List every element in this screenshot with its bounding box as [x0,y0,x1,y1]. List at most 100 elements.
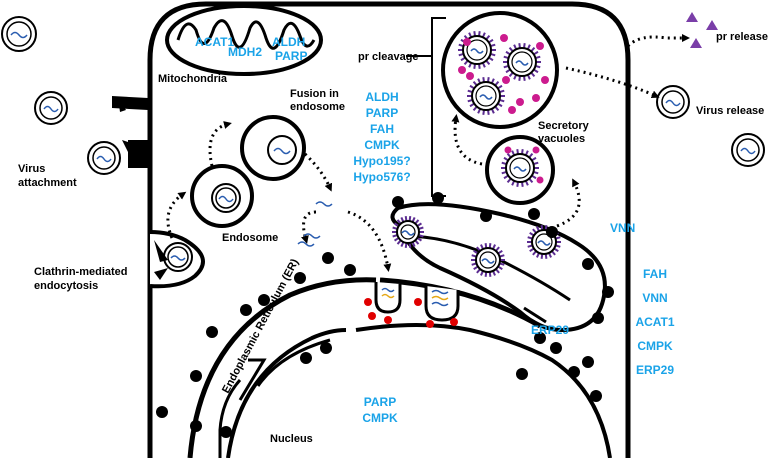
cytoplasm-protein: FAH [370,122,394,136]
prm-particle [536,176,544,184]
extracellular-protein: VNN [642,291,667,305]
mitochondrion [165,4,323,76]
nucleus-envelope [187,277,612,458]
virus-particle [87,141,121,175]
ribosome [156,406,168,418]
mitochondria-label: Mitochondria [158,73,228,85]
clathrin-label-line2: endocytosis [34,280,98,292]
nucleus-protein: CMPK [362,411,398,425]
ribosome [294,272,306,284]
prm-particle [500,34,508,42]
prm-particle [508,106,516,114]
cytoplasm-protein: PARP [366,106,398,120]
ribosome [602,286,614,298]
spiky-virion [503,43,541,81]
extracellular-protein: ERP29 [636,363,674,377]
spiky-virion [471,243,505,277]
mito-protein-labels: ACAT1 MDH2 ALDH PARP [195,35,307,63]
prm-particle [504,146,512,154]
ribosomes [156,192,614,438]
ribosome [320,342,332,354]
ribosome [322,252,334,264]
mature-virions [458,31,541,115]
ribosome [590,390,602,402]
replication-complexes [364,282,460,328]
ribosome [534,332,546,344]
secretory-bracket [406,17,446,197]
spiky-virion [527,225,561,259]
pr-release-label: pr release [716,31,768,43]
ribosome [528,208,540,220]
ribosome [240,304,252,316]
virus-particle [731,133,765,167]
prm-particle [541,76,549,84]
prm-particles [458,34,549,114]
ribosome [592,312,604,324]
spiky-virion [467,77,505,115]
cytoplasm-protein: Hypo576? [353,170,410,184]
secretory-label-line2: vacuoles [538,133,585,145]
erp29-er-label: ERP29 [531,323,569,337]
ribosome [344,264,356,276]
cytoplasm-protein: CMPK [364,138,400,152]
cytoplasm-protein: Hypo195? [353,154,410,168]
prm-particle [532,146,540,154]
ribosome [582,258,594,270]
ribosome [392,196,404,208]
pr-peptides [686,12,718,48]
virus-particle [1,16,37,52]
extracellular-protein: CMPK [637,339,673,353]
ribosome [516,368,528,380]
mito-protein: ALDH [272,35,305,49]
ribosome [546,226,558,238]
extracellular-protein-list: FAH VNN ACAT1 CMPK ERP29 [635,267,674,377]
ribosome [300,352,312,364]
prm-particle [502,76,510,84]
receptors [112,96,168,280]
virus-particle [34,91,68,125]
nucleus-label: Nucleus [270,433,313,445]
prm-particle [458,66,466,74]
prm-particle [463,38,471,46]
fusion-endosome [240,115,306,181]
mito-protein: PARP [275,49,307,63]
virus-release-label: Virus release [696,105,764,117]
endosome [190,164,254,228]
prm-particle [532,94,540,102]
vacuole-virion [501,146,544,187]
membrane-protein-label: VNN [610,221,635,235]
extracellular-protein: FAH [643,267,667,281]
prm-particle [536,42,544,50]
rna-strands [297,201,333,247]
ribosome [220,426,232,438]
ribosome [432,192,444,204]
prm-particle [516,98,524,106]
nucleus-protein: PARP [364,395,396,409]
ribosome [206,326,218,338]
attachment-label-line1: Virus [18,163,45,175]
spiky-virion [392,216,424,248]
ribosome [258,294,270,306]
endosome-label: Endosome [222,232,278,244]
cytoplasm-protein-list: ALDH PARP FAH CMPK Hypo195? Hypo576? [353,90,410,184]
pit-virus [163,242,193,272]
pr-cleavage-label: pr cleavage [358,51,419,63]
ribosome [568,366,580,378]
ribosome [480,210,492,222]
secretory-label-line1: Secretory [538,120,590,132]
extracellular-protein: ACAT1 [635,315,674,329]
virus-particle [656,85,690,119]
spiky-virion [501,149,539,187]
fusion-label-line2: endosome [290,101,345,113]
attachment-label-line2: attachment [18,177,77,189]
ribosome [190,370,202,382]
cytoplasm-protein: ALDH [365,90,398,104]
ribosome [190,420,202,432]
budding-virions [392,216,561,277]
ribosome [582,356,594,368]
extracellular-viruses [1,16,765,175]
mito-protein: MDH2 [228,45,262,59]
mito-protein: ACAT1 [195,35,234,49]
